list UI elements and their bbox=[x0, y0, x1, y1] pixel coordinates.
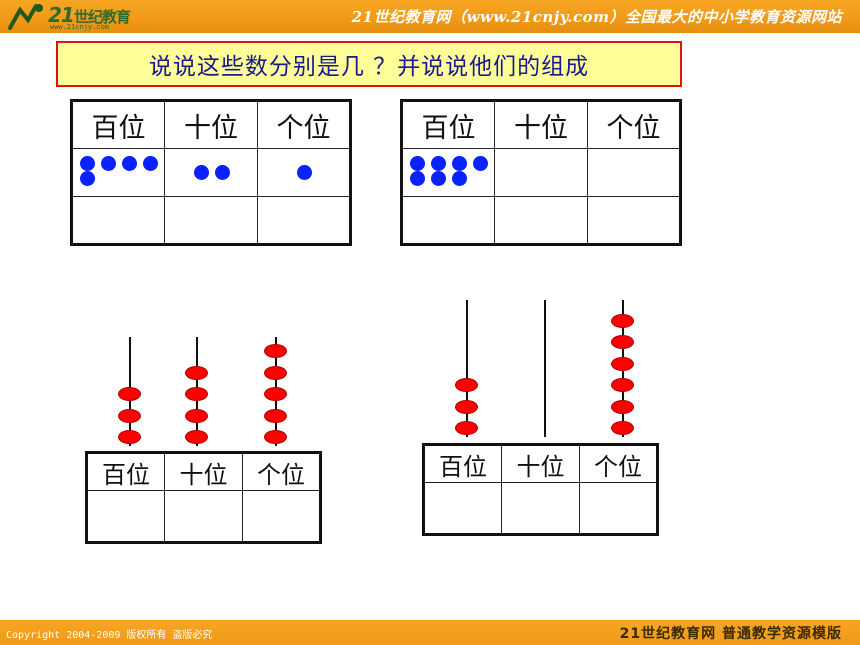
footer-bar: Copyright 2004-2009 版权所有 盗版必究 21世纪教育网 普通… bbox=[0, 620, 860, 645]
logo-url: www.21cnjy.com bbox=[50, 23, 110, 31]
answer-cell[interactable] bbox=[587, 196, 681, 245]
counter-dot bbox=[214, 165, 230, 180]
abacus-bead bbox=[118, 408, 141, 423]
counter-dot bbox=[101, 156, 116, 171]
counter-dot bbox=[143, 156, 158, 171]
abacus-bead bbox=[611, 356, 634, 371]
counter-dot bbox=[452, 171, 467, 186]
answer-cell[interactable] bbox=[579, 482, 658, 535]
abacus-bead bbox=[455, 378, 478, 392]
abacus-bead bbox=[455, 399, 478, 414]
abacus-bead bbox=[264, 365, 287, 380]
counter-dot bbox=[193, 165, 209, 180]
abacus-bead bbox=[185, 430, 208, 444]
counter-dot bbox=[80, 156, 95, 171]
abacus-rod bbox=[544, 300, 546, 437]
place-value-table-1: 百位 十位 个位 bbox=[70, 99, 352, 246]
answer-cell[interactable] bbox=[257, 196, 351, 245]
counter-dot bbox=[410, 156, 425, 171]
abacus-rod bbox=[466, 300, 468, 437]
abacus-bead bbox=[611, 421, 634, 435]
header-ones: 个位 bbox=[257, 100, 351, 149]
counter-dot bbox=[410, 171, 425, 186]
header-ones: 个位 bbox=[242, 452, 321, 491]
header-tens: 十位 bbox=[494, 100, 588, 149]
abacus-bead bbox=[264, 344, 287, 358]
abacus-bead bbox=[264, 430, 287, 444]
abacus-bead bbox=[185, 365, 208, 380]
answer-cell[interactable] bbox=[86, 490, 165, 543]
abacus-bead bbox=[611, 313, 634, 328]
answer-cell[interactable] bbox=[71, 196, 165, 245]
logo-text: 21世纪教育 bbox=[48, 3, 131, 27]
answer-cell[interactable] bbox=[242, 490, 321, 543]
abacus-bead bbox=[185, 387, 208, 401]
abacus-bead bbox=[185, 408, 208, 423]
header-bar: 21世纪教育 www.21cnjy.com 21世纪教育网（www.21cnjy… bbox=[0, 0, 860, 33]
abacus-bead bbox=[611, 378, 634, 392]
counter-dot bbox=[431, 171, 446, 186]
dots-ones bbox=[257, 148, 351, 197]
abacus-bead bbox=[455, 421, 478, 435]
footer-brand: 21世纪教育网 普通教学资源模版 bbox=[619, 626, 842, 642]
answer-cell[interactable] bbox=[164, 490, 243, 543]
header-tens: 十位 bbox=[164, 452, 243, 491]
dots-hundreds bbox=[71, 148, 165, 197]
header-ones: 个位 bbox=[579, 444, 658, 483]
header-tens: 十位 bbox=[164, 100, 258, 149]
counter-dot bbox=[80, 171, 95, 186]
dots-tens bbox=[494, 148, 588, 197]
abacus-bead bbox=[118, 387, 141, 401]
header-hundreds: 百位 bbox=[401, 100, 495, 149]
header-ones: 个位 bbox=[587, 100, 681, 149]
abacus-bead bbox=[611, 399, 634, 414]
dots-ones bbox=[587, 148, 681, 197]
answer-cell[interactable] bbox=[494, 196, 588, 245]
answer-cell[interactable] bbox=[423, 482, 502, 535]
abacus-table-2: 百位 十位 个位 bbox=[422, 443, 659, 536]
header-hundreds: 百位 bbox=[71, 100, 165, 149]
logo-figure-icon bbox=[8, 4, 43, 30]
answer-cell[interactable] bbox=[501, 482, 580, 535]
abacus-bead bbox=[611, 335, 634, 349]
dots-hundreds bbox=[401, 148, 495, 197]
counter-dot bbox=[473, 156, 488, 171]
counter-dot bbox=[122, 156, 137, 171]
abacus-bead bbox=[264, 387, 287, 401]
site-slogan: 21世纪教育网（www.21cnjy.com）全国最大的中小学教育资源网站 bbox=[351, 8, 842, 26]
answer-cell[interactable] bbox=[401, 196, 495, 245]
dots-tens bbox=[164, 148, 258, 197]
answer-cell[interactable] bbox=[164, 196, 258, 245]
page-title: 说说这些数分别是几 ？并说说他们的组成 bbox=[56, 41, 682, 87]
copyright-text: Copyright 2004-2009 版权所有 盗版必究 bbox=[6, 630, 213, 641]
counter-dot bbox=[297, 165, 312, 180]
counter-dot bbox=[431, 156, 446, 171]
counter-dot bbox=[452, 156, 467, 171]
header-hundreds: 百位 bbox=[423, 444, 502, 483]
abacus-table-1: 百位 十位 个位 bbox=[85, 451, 322, 544]
header-hundreds: 百位 bbox=[86, 452, 165, 491]
place-value-table-2: 百位 十位 个位 bbox=[400, 99, 682, 246]
abacus-bead bbox=[118, 430, 141, 444]
abacus-bead bbox=[264, 408, 287, 423]
header-tens: 十位 bbox=[501, 444, 580, 483]
